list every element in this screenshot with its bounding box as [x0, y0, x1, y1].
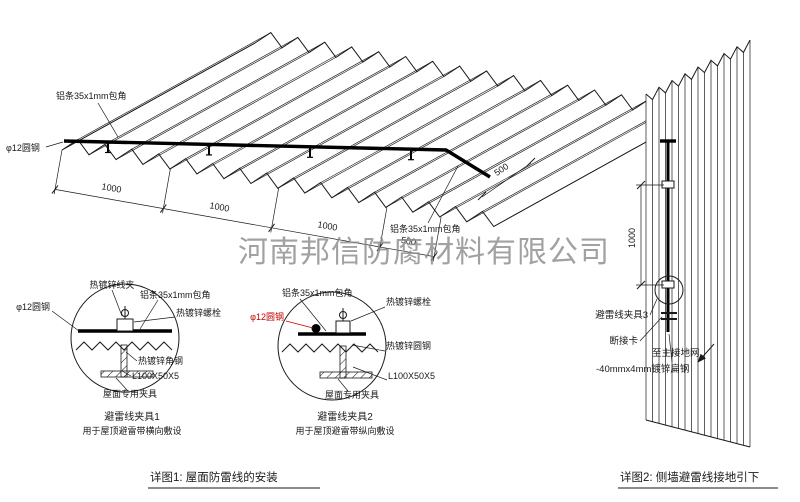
dim-tick — [430, 252, 438, 261]
corrugated-wall — [645, 39, 751, 448]
leader-line — [427, 165, 459, 224]
roof-annotations: 铝条35x1mm包角 φ12圆钢 铝条35x1mm包角 — [6, 90, 461, 234]
dim-1000-a: 1000 — [101, 181, 122, 194]
leader-line — [649, 298, 658, 316]
detail-circle — [70, 283, 180, 393]
wall-label-flat-steel: -40mmx4mm镀锌扁钢 — [596, 363, 689, 375]
dim-tick — [51, 185, 59, 194]
clamp2-label-round-steel: φ12圆钢 — [250, 311, 284, 322]
to-ground-arrow — [697, 343, 715, 363]
leader-line — [115, 377, 129, 392]
clamp2-label-bolt: 热镀锌螺栓 — [386, 296, 431, 307]
roof-label-round-steel: φ12圆钢 — [6, 142, 40, 153]
wall-annotations: 1000 避雷线夹具3 断接卡 至主接地网 -40mmx4mm镀锌扁钢 — [595, 139, 715, 375]
captions: 详图1: 屋面防雷线的安装 详图2: 侧墙避雷线接地引下 — [148, 470, 778, 489]
clamp2-subtitle: 用于屋顶避雷带纵向敷设 — [295, 425, 394, 436]
leader-line — [133, 316, 176, 323]
clamp1-label-round-steel: φ12圆钢 — [16, 301, 50, 312]
clamp2-label-round-steel-galv: 热镀锌圆钢 — [386, 340, 431, 351]
extension-line — [378, 207, 388, 252]
clamp-detail-2: 铝条35x1mm包角 热镀锌螺栓 φ12圆钢 热镀锌圆钢 L100X50X5 屋… — [250, 287, 435, 436]
wall-label-clamp3: 避雷线夹具3 — [595, 309, 648, 321]
clamp1-label-wire-clip: 热镀锌线夹 — [89, 279, 134, 290]
dim-tick — [636, 180, 646, 190]
dim-1000-b: 1000 — [209, 200, 230, 213]
clamp2-label-roof-clamp: 屋面专用夹具 — [325, 389, 379, 400]
dim-500-front: 500 — [400, 235, 417, 247]
clamp1-subtitle: 用于屋顶避雷带横向敷设 — [82, 425, 181, 436]
leader-line — [97, 102, 119, 138]
leader-line — [51, 310, 80, 332]
clamp1-label-roof-clamp: 屋面专用夹具 — [103, 388, 157, 399]
dim-tick — [477, 191, 487, 201]
dim-1000-c: 1000 — [317, 219, 338, 232]
roof-label-al-strip-right: 铝条35x1mm包角 — [390, 223, 461, 234]
angle-steel-horizontal — [319, 371, 373, 379]
corrugated-roof — [61, 31, 688, 228]
wire-clamp — [116, 318, 134, 332]
clamp2-label-al-strip: 铝条35x1mm包角 — [282, 287, 353, 298]
clamp1-title: 避雷线夹具1 — [104, 410, 160, 423]
extension-line — [162, 169, 171, 214]
clamp1-label-bolt: 热镀锌螺栓 — [176, 307, 221, 318]
detail-circle — [277, 291, 387, 401]
wall-dim-1000: 1000 — [627, 228, 637, 248]
extension-line — [270, 188, 279, 233]
leader-line — [299, 298, 327, 332]
leader-line — [639, 316, 663, 342]
dim-tick — [376, 242, 384, 252]
leader-line — [121, 370, 132, 377]
detail-callout-circle — [654, 275, 684, 305]
company-watermark: 河南邦信防腐材料有限公司 — [238, 236, 610, 269]
roof-dimension-chain: 1000 1000 1000 500 — [51, 149, 442, 262]
dim-tick — [636, 280, 646, 290]
dim-tick — [526, 157, 536, 167]
clamp1-label-angle-steel: 热镀锌角钢 — [138, 355, 183, 366]
dimension-line — [54, 189, 435, 257]
clamp-detail-1: 热镀锌线夹 铝条35x1mm包角 热镀锌螺栓 φ12圆钢 热镀锌角钢 L100X… — [16, 279, 221, 436]
caption-detail2: 详图2: 侧墙避雷线接地引下 — [620, 470, 759, 484]
wall-clamp-lower — [661, 280, 675, 289]
leader-line — [139, 299, 159, 330]
clamp1-label-angle-spec: L100X50X5 — [132, 371, 179, 381]
dim-tick — [159, 204, 167, 213]
leader-line — [111, 289, 123, 317]
clamp2-title: 避雷线夹具2 — [317, 410, 373, 423]
leader-line — [45, 141, 64, 148]
leader-line — [125, 351, 138, 362]
wall-clamp-upper — [661, 180, 675, 189]
extension-line — [432, 217, 442, 262]
wire-clamp — [335, 320, 351, 334]
leader-line-red — [285, 320, 314, 329]
wall-label-disconnect: 断接卡 — [609, 335, 638, 347]
lightning-conductor-line — [63, 139, 491, 179]
leader-line — [351, 344, 386, 352]
roof-profile — [281, 343, 379, 353]
dim-tick — [268, 223, 276, 233]
roof-conductor-supports — [105, 143, 414, 161]
leader-line — [337, 378, 349, 392]
leader-line — [352, 366, 388, 381]
roof-lightning-conductor — [63, 139, 491, 179]
leader-line — [668, 333, 673, 363]
extension-line — [53, 149, 63, 195]
roof-label-al-strip-top: 铝条35x1mm包角 — [56, 90, 127, 101]
clamp1-label-al-strip: 铝条35x1mm包角 — [140, 289, 211, 300]
clamp2-label-angle-spec: L100X50X5 — [388, 371, 435, 381]
wall-label-to-ground: 至主接地网 — [652, 347, 700, 359]
round-steel-section — [311, 324, 321, 333]
caption-detail1: 详图1: 屋面防雷线的安装 — [150, 470, 278, 484]
dimension-line — [481, 162, 532, 198]
leader-line — [350, 306, 386, 322]
